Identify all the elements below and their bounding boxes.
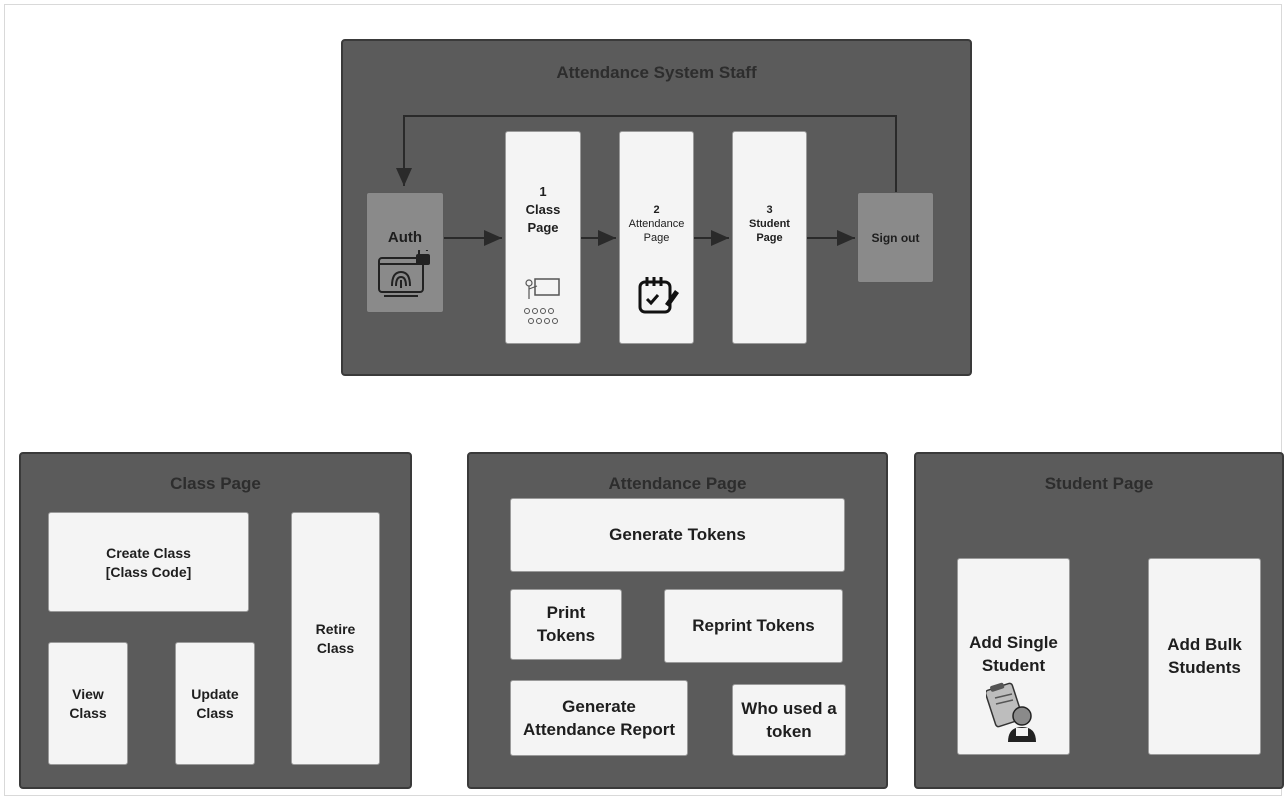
return-loop-arrow <box>396 115 897 192</box>
student-page-step: 3 Student Page <box>732 131 807 344</box>
who-used-token-line2: token <box>766 721 812 741</box>
who-used-token-box: Who used a token <box>732 684 846 756</box>
retire-class-line2: Class <box>316 640 355 656</box>
student-page-title: Student Page <box>1044 474 1154 493</box>
class-page-title: Class Page <box>170 474 261 493</box>
signout-node: Sign out <box>857 192 934 283</box>
view-class-line2: Class <box>69 705 107 721</box>
add-single-student-line1: Add Single <box>969 633 1058 652</box>
student-step-number: 3 <box>766 204 773 216</box>
attendance-report-box: Generate Attendance Report <box>510 680 688 756</box>
auth-label: Auth <box>387 229 423 246</box>
class-step-number: 1 <box>539 184 547 199</box>
diagram-frame <box>4 4 1282 796</box>
print-tokens-line2: Tokens <box>536 626 596 645</box>
auth-node: Auth <box>366 192 444 313</box>
add-bulk-students-line2: Students <box>1168 658 1241 677</box>
view-class-box: View Class <box>48 642 128 765</box>
attendance-report-line2: Attendance Report <box>522 719 676 739</box>
class-page-step: 1 Class Page <box>505 131 581 344</box>
update-class-line1: Update <box>191 686 239 702</box>
add-single-student-line2: Student <box>981 656 1046 675</box>
student-clipboard-icon <box>984 682 1036 742</box>
attendance-notepad-icon <box>638 277 679 314</box>
generate-tokens-label: Generate Tokens <box>609 525 746 544</box>
class-step-line2: Page <box>527 220 559 235</box>
who-used-token-line1: Who used a <box>741 698 837 718</box>
add-single-student-box: Add Single Student <box>957 558 1070 755</box>
attendance-page-step: 2 Attendance Page <box>619 131 694 344</box>
print-tokens-box: Print Tokens <box>510 589 622 660</box>
create-class-box: Create Class [Class Code] <box>48 512 249 612</box>
retire-class-box: Retire Class <box>291 512 380 765</box>
view-class-line1: View <box>72 686 104 702</box>
add-bulk-students-line1: Add Bulk <box>1167 635 1242 654</box>
class-step-line1: Class <box>525 202 561 217</box>
retire-class-line1: Retire <box>315 621 356 637</box>
fingerprint-lock-icon <box>378 246 430 297</box>
generate-tokens-box: Generate Tokens <box>510 498 845 572</box>
attendance-step-line2: Page <box>643 232 670 244</box>
signout-label: Sign out <box>871 230 920 245</box>
update-class-line2: Class <box>196 705 234 721</box>
create-class-line1: Create Class <box>106 544 191 561</box>
reprint-tokens-label: Reprint Tokens <box>692 616 815 635</box>
update-class-box: Update Class <box>175 642 255 765</box>
create-class-line2: [Class Code] <box>105 563 192 580</box>
attendance-page-title: Attendance Page <box>608 474 747 493</box>
attendance-report-line1: Generate <box>562 696 636 716</box>
teacher-classroom-icon <box>524 278 560 324</box>
student-step-line1: Student <box>749 218 790 230</box>
attendance-step-line1: Attendance <box>628 218 685 230</box>
add-bulk-students-box: Add Bulk Students <box>1148 558 1261 755</box>
print-tokens-line1: Print <box>546 603 586 622</box>
attendance-step-number: 2 <box>653 204 660 216</box>
reprint-tokens-box: Reprint Tokens <box>664 589 843 663</box>
staff-flow-title: Attendance System Staff <box>556 63 757 82</box>
student-step-line2: Page <box>756 232 783 244</box>
